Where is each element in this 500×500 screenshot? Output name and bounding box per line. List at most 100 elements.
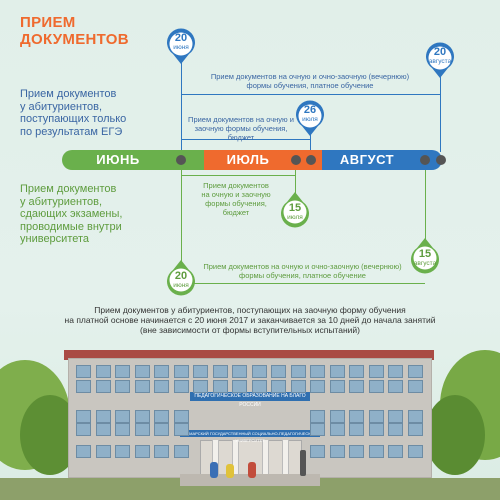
building-window — [76, 380, 91, 393]
building-window — [349, 380, 364, 393]
person-figure — [210, 462, 218, 478]
pin-july-26-label: 26 июля — [295, 104, 325, 124]
building-window — [329, 365, 345, 378]
building-window — [388, 365, 403, 378]
building-window — [154, 410, 169, 423]
date-pin-icon — [296, 100, 324, 136]
pin-month: июня — [173, 282, 189, 289]
note-line: на очную и заочную — [201, 190, 271, 199]
building-window — [310, 365, 325, 378]
timeline-line — [295, 170, 296, 200]
building-window — [407, 445, 423, 458]
entrance-column — [282, 440, 289, 476]
month-july-label: ИЮЛЬ — [226, 152, 270, 167]
building-window — [76, 365, 91, 378]
building-window — [290, 365, 306, 378]
building-window — [95, 380, 111, 393]
ege-line-3: поступающих только — [20, 113, 127, 125]
timeline-line — [425, 170, 426, 240]
building-window — [368, 445, 384, 458]
building-window — [407, 410, 423, 423]
pin-month: июня — [173, 44, 189, 51]
building-window — [95, 365, 111, 378]
month-august: АВГУСТ — [322, 150, 442, 170]
note-line: Прием документов — [203, 181, 269, 190]
pin-june-20-label: 20 июня — [166, 32, 196, 52]
building-window — [329, 410, 345, 423]
timeline-line — [181, 94, 440, 95]
date-pin-icon — [411, 238, 439, 274]
building-window — [154, 365, 169, 378]
date-pin-icon — [281, 192, 309, 228]
building-window — [388, 423, 403, 436]
building-window — [349, 423, 364, 436]
building-window — [154, 380, 169, 393]
timeline-dot — [306, 155, 316, 165]
note-line: Прием документов на очную и очно-заочную… — [203, 262, 402, 271]
month-june: ИЮНЬ — [62, 150, 204, 170]
page-title: ПРИЕМ ДОКУМЕНТОВ — [20, 14, 129, 48]
timeline-line — [440, 68, 441, 152]
building-roof — [64, 350, 434, 360]
timeline-line — [181, 170, 182, 270]
timeline-dot — [420, 155, 430, 165]
tree — [425, 395, 485, 475]
pin-day: 26 — [303, 104, 317, 116]
building-window — [271, 365, 286, 378]
extramural-line-1: Прием документов у абитуриентов, поступа… — [94, 305, 406, 315]
building-window — [76, 445, 91, 458]
ege-line-2: у абитуриентов, — [20, 100, 103, 113]
month-july: ИЮЛЬ — [204, 150, 322, 170]
note-line: бюджет — [227, 133, 255, 142]
extramural-note: Прием документов у абитуриентов, поступа… — [40, 305, 460, 335]
building-window — [134, 423, 150, 436]
building-window — [310, 410, 325, 423]
pin-day: 15 — [288, 202, 302, 214]
building-window — [232, 365, 247, 378]
building-window — [388, 410, 403, 423]
building-window — [388, 445, 403, 458]
note-line: Прием документов на очную и — [188, 115, 294, 124]
entrance-column — [232, 440, 239, 476]
timeline-line — [181, 175, 295, 176]
building-window — [173, 380, 189, 393]
ege-line-4: по результатам ЕГЭ — [20, 125, 123, 138]
ground — [0, 478, 500, 500]
building-window — [212, 380, 228, 393]
pin-month: июля — [302, 116, 318, 123]
building-name-banner: САМАРСКИЙ ГОСУДАРСТВЕННЫЙ СОЦИАЛЬНО-ПЕДА… — [180, 430, 320, 443]
timeline-dot — [291, 155, 301, 165]
building-window — [173, 410, 189, 423]
person-figure — [226, 464, 234, 478]
building-window — [329, 380, 345, 393]
building-window — [251, 365, 267, 378]
building-window — [368, 423, 384, 436]
building-window — [310, 445, 325, 458]
exam-line-5: университета — [20, 233, 90, 245]
building-window — [349, 365, 364, 378]
title-line-2: ДОКУМЕНТОВ — [20, 31, 129, 48]
building-banner: ПЕДАГОГИЧЕСКОЕ ОБРАЗОВАНИЕ НА БЛАГО РОСС… — [190, 392, 310, 408]
internal-exam-applicants-text: Прием документов у абитуриентов, сдающих… — [20, 183, 180, 246]
pin-day: 20 — [174, 32, 188, 44]
statue-figure — [300, 450, 306, 476]
exam-line-3: сдающих экзамены, — [20, 208, 123, 220]
month-june-label: ИЮНЬ — [96, 152, 140, 167]
timeline-dot — [436, 155, 446, 165]
building-window — [329, 423, 345, 436]
person-figure — [248, 462, 256, 478]
note-line: заочную формы обучения, — [194, 124, 288, 133]
pin-day: 15 — [418, 248, 432, 260]
pin-august-20-label: 20 августа — [425, 47, 455, 66]
building-window — [173, 423, 189, 436]
exam-line-2: у абитуриентов, — [20, 195, 103, 208]
building-window — [134, 410, 150, 423]
building-window — [407, 380, 423, 393]
timeline-line — [181, 139, 310, 140]
exam-line-4: проводимые внутри — [20, 220, 122, 233]
pin-day: 20 — [174, 270, 188, 282]
timeline-line — [181, 60, 182, 152]
building-window — [115, 410, 130, 423]
building-window — [251, 380, 267, 393]
date-pin-icon — [426, 42, 454, 78]
